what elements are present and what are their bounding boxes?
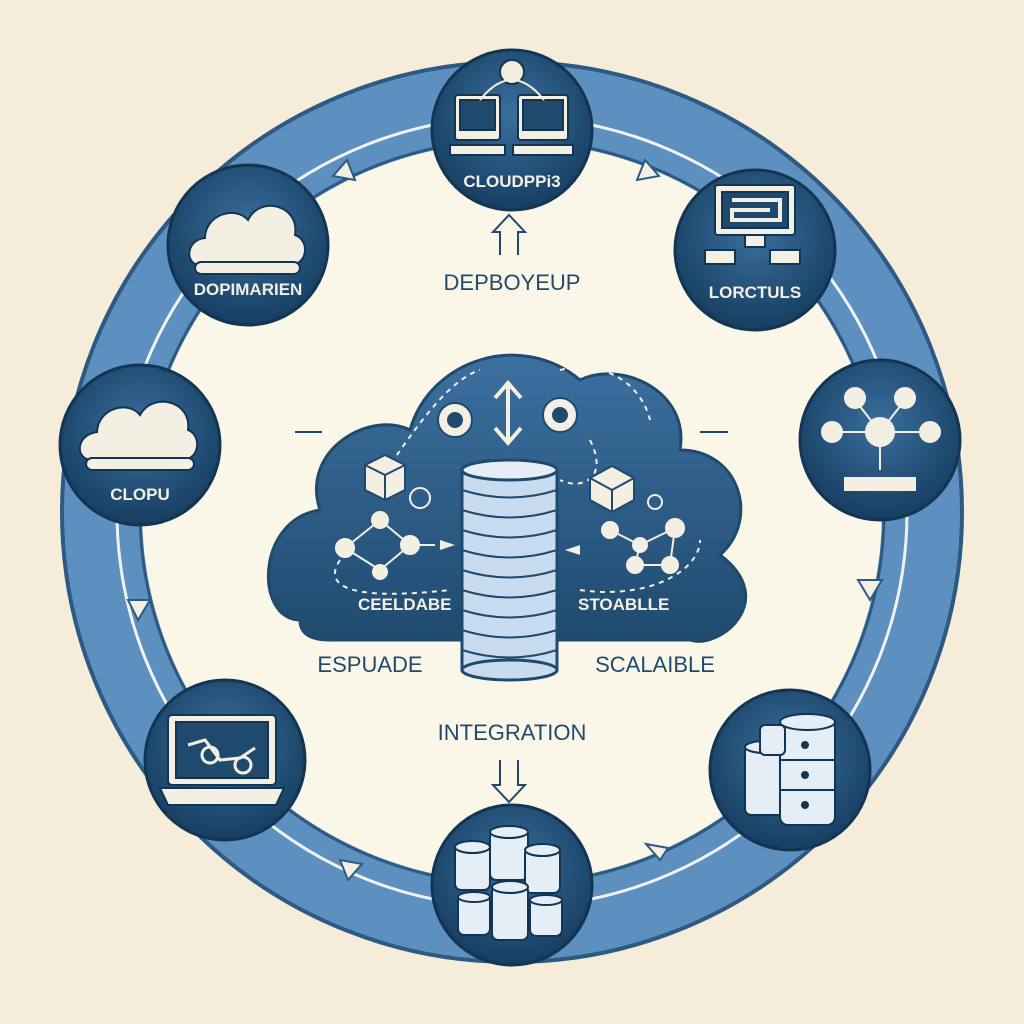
cloud-left-label: CEELDABE [358, 595, 452, 614]
left-center-label: ESPUADE [317, 652, 422, 677]
right-center-label: SCALAIBLE [595, 652, 715, 677]
laptop-network-icon [158, 714, 286, 806]
users-laptops-icon [449, 59, 574, 156]
down-arrow-icon [490, 760, 528, 804]
right-network-graph [601, 494, 685, 574]
inflow-arrows [440, 540, 580, 555]
ring-arrow-top-right [635, 158, 661, 182]
ring-arrow-left [126, 599, 152, 623]
node-top[interactable]: CLOUDPPi3 [430, 48, 594, 212]
gear-icon-right [542, 397, 578, 433]
desktop-computer-icon [704, 184, 801, 265]
node-left[interactable]: CLOPU [58, 363, 222, 527]
ring-arrows [126, 158, 884, 882]
database-stack-icon [460, 458, 559, 682]
node-top-left[interactable]: DOPIMARIEN [166, 163, 330, 327]
node-top-left-label: DOPIMARIEN [194, 280, 303, 299]
node-bottom[interactable] [430, 803, 594, 967]
node-bottom-left[interactable] [143, 678, 307, 842]
top-center-label: DEPBOYEUP [444, 270, 581, 295]
vertical-double-arrow-icon [493, 379, 523, 447]
left-network-graph [335, 487, 435, 580]
up-arrow-icon [490, 213, 528, 255]
node-top-right-label: LORCTULS [709, 283, 802, 302]
database-cluster-icon [454, 825, 563, 941]
cloud-icon [188, 204, 306, 275]
node-left-label: CLOPU [110, 485, 170, 504]
gear-icon [437, 402, 473, 438]
node-right[interactable] [798, 358, 962, 522]
node-bottom-right[interactable] [708, 688, 872, 852]
network-nodes-icon [821, 387, 941, 491]
node-top-right[interactable]: LORCTULS [673, 168, 837, 332]
ring-arrow-bottom-right [643, 842, 670, 862]
cloud-icon-left [78, 400, 198, 471]
cloud-right-label: STOABLLE [578, 595, 669, 614]
bottom-center-label: INTEGRATION [438, 720, 587, 745]
cube-icon [364, 453, 406, 502]
ring-arrow-top-left [331, 158, 357, 182]
ring-arrow-right [856, 579, 884, 602]
node-top-label: CLOUDPPi3 [463, 172, 560, 191]
ring-arrow-bottom-left [338, 858, 364, 882]
server-stack-icon [744, 713, 836, 826]
cube-icon-right [589, 464, 635, 514]
